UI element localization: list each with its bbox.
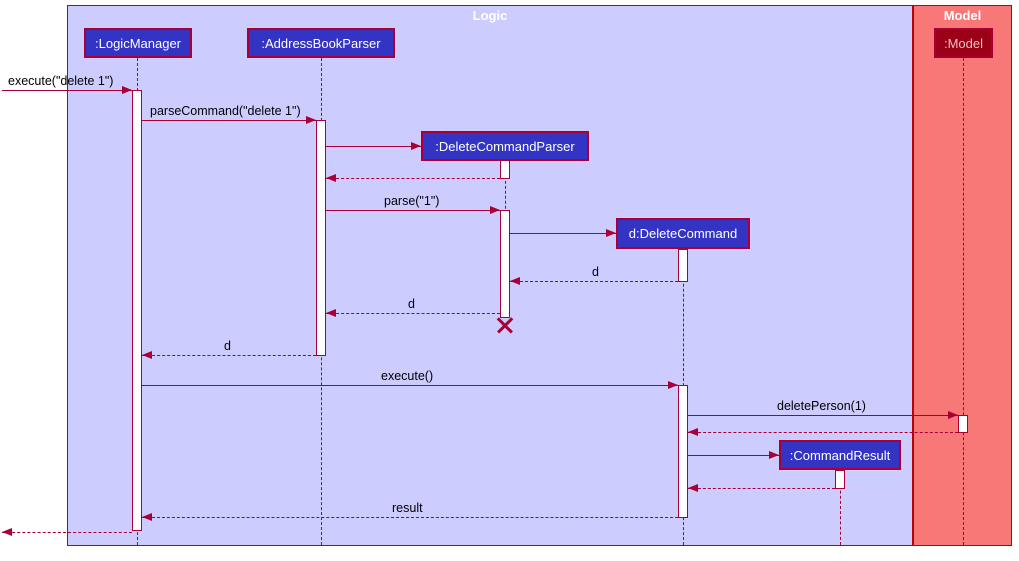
arrowhead-left-icon	[326, 309, 336, 317]
destroy-x-icon	[496, 316, 514, 334]
arrowhead-left-icon	[2, 528, 12, 536]
participant-commandresult: :CommandResult	[779, 440, 901, 470]
return-d-to-addressbookparser-line	[326, 313, 500, 314]
message-parse-line	[326, 210, 500, 211]
arrowhead-left-icon	[688, 484, 698, 492]
arrowhead-left-icon	[326, 174, 336, 182]
message-executecommand-label: execute()	[381, 369, 434, 383]
message-create-deletecommandparser-line	[326, 146, 421, 147]
return-d-to-logicmanager-line	[142, 355, 316, 356]
message-create-commandresult-line	[688, 455, 779, 456]
arrowhead-right-icon	[668, 381, 678, 389]
arrowhead-right-icon	[122, 86, 132, 94]
message-execute-label: execute("delete 1")	[8, 74, 114, 88]
message-parsecommand-label: parseCommand("delete 1")	[150, 104, 301, 118]
participant-addressbookparser: :AddressBookParser	[247, 28, 395, 58]
arrowhead-right-icon	[606, 229, 616, 237]
message-create-deletecommand-line	[510, 233, 616, 234]
logic-frame-title: Logic	[472, 8, 508, 23]
return-d-to-logicmanager-label: d	[224, 339, 231, 353]
return-to-addressbookparser-line	[326, 178, 500, 179]
return-to-caller-line	[2, 532, 132, 533]
arrowhead-right-icon	[769, 451, 779, 459]
return-d-to-deletecommandparser-label: d	[592, 265, 599, 279]
arrowhead-right-icon	[948, 411, 958, 419]
arrowhead-left-icon	[688, 428, 698, 436]
return-result-line	[142, 517, 678, 518]
activation-deletecommandparser-1	[500, 160, 510, 179]
model-frame-title: Model	[943, 8, 982, 23]
message-parsecommand-line	[142, 120, 316, 121]
activation-commandresult	[835, 470, 845, 489]
message-executecommand-line	[142, 385, 678, 386]
arrowhead-left-icon	[510, 277, 520, 285]
activation-addressbookparser	[316, 120, 326, 356]
return-from-model-line	[688, 432, 958, 433]
activation-model	[958, 415, 968, 433]
arrowhead-right-icon	[411, 142, 421, 150]
participant-deletecommandparser: :DeleteCommandParser	[421, 131, 589, 161]
lifeline-commandresult	[840, 470, 841, 545]
message-deleteperson-line	[688, 415, 958, 416]
lifeline-model	[963, 58, 964, 545]
return-from-commandresult-line	[688, 488, 835, 489]
participant-logicmanager: :LogicManager	[84, 28, 192, 58]
message-execute-line	[2, 90, 132, 91]
arrowhead-left-icon	[142, 351, 152, 359]
arrowhead-right-icon	[490, 206, 500, 214]
return-d-to-deletecommandparser-line	[510, 281, 678, 282]
return-d-to-addressbookparser-label: d	[408, 297, 415, 311]
activation-logicmanager	[132, 90, 142, 531]
activation-deletecommand-1	[678, 249, 688, 282]
arrowhead-right-icon	[306, 116, 316, 124]
participant-deletecommand: d:DeleteCommand	[616, 218, 750, 249]
activation-deletecommand-2	[678, 385, 688, 518]
message-parse-label: parse("1")	[384, 194, 440, 208]
participant-model: :Model	[934, 28, 993, 58]
arrowhead-left-icon	[142, 513, 152, 521]
activation-deletecommandparser-2	[500, 210, 510, 318]
model-frame: Model	[913, 5, 1012, 546]
return-result-label: result	[392, 501, 423, 515]
message-deleteperson-label: deletePerson(1)	[777, 399, 866, 413]
